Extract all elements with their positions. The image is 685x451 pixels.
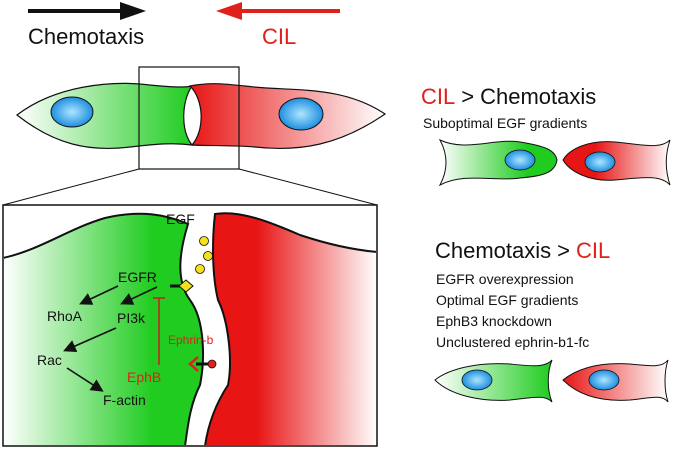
egf-label: EGF	[166, 211, 195, 227]
egf-dot	[203, 251, 213, 261]
green-cell-nucleus	[50, 96, 94, 128]
panel2-heading: Chemotaxis>CIL	[435, 238, 610, 263]
panel2-chemotaxis: Chemotaxis	[435, 238, 551, 263]
panel2-gt: >	[557, 238, 570, 263]
panel2-condition: EphB3 knockdown	[436, 313, 552, 329]
panel1-cil: CIL	[421, 84, 455, 109]
ephb-label: EphB	[127, 369, 161, 385]
panel1-chemotaxis: Chemotaxis	[480, 84, 596, 109]
zoom-box	[138, 66, 240, 170]
panel2-green-cell	[434, 359, 553, 403]
zoom-line-right	[238, 168, 378, 206]
panel1-condition: Suboptimal EGF gradients	[423, 115, 587, 131]
panel1-heading: CIL>Chemotaxis	[421, 84, 596, 109]
zoom-line-left	[2, 168, 140, 206]
egfr-to-rhoa-arrow	[79, 285, 119, 305]
cil-label: CIL	[262, 24, 296, 49]
zoom-red-cell	[204, 212, 376, 445]
panel2-cells	[434, 359, 669, 403]
red-cell-nucleus	[278, 97, 324, 131]
rac-label: Rac	[37, 352, 62, 368]
chemotaxis-label: Chemotaxis	[28, 24, 144, 49]
egf-dot	[195, 264, 205, 274]
egf-dot	[199, 236, 209, 246]
panel1-green-cell	[438, 138, 558, 187]
ephrin-ligand	[207, 359, 217, 369]
ephrin-b-label: Ephrin-b	[168, 333, 214, 347]
egfr-receptor-head	[178, 279, 194, 293]
egfr-label: EGFR	[118, 269, 157, 285]
green-cell	[16, 82, 194, 150]
egfr-to-pi3k-arrow	[120, 286, 158, 305]
factin-label: F-actin	[103, 392, 146, 408]
panel2-condition: Unclustered ephrin-b1-fc	[436, 334, 589, 350]
panel1-green-nucleus	[504, 149, 536, 171]
zoom-inset: EGF EGFR RhoA PI3k Rac EphB F-actin Ephr…	[2, 204, 378, 447]
cil-arrow	[216, 2, 340, 20]
top-cell-pair	[16, 66, 387, 170]
panel2-condition: Optimal EGF gradients	[436, 292, 578, 308]
panel1-red-nucleus	[584, 151, 616, 173]
panel2-cil: CIL	[576, 238, 610, 263]
panel1-red-cell	[562, 139, 671, 186]
ephb-receptor	[188, 356, 199, 372]
panel2-condition: EGFR overexpression	[436, 271, 574, 287]
rhoa-label: RhoA	[47, 308, 83, 324]
pi3k-to-rac-arrow	[63, 327, 117, 352]
zoom-green-cell	[4, 212, 204, 445]
rac-to-factin-arrow	[66, 367, 104, 392]
pi3k-label: PI3k	[117, 310, 146, 326]
panel2-green-nucleus	[461, 369, 493, 391]
panel2-red-nucleus	[588, 369, 620, 391]
panel1-gt: >	[461, 84, 474, 109]
panel1-cells	[438, 138, 671, 187]
chemotaxis-arrow	[28, 2, 146, 20]
